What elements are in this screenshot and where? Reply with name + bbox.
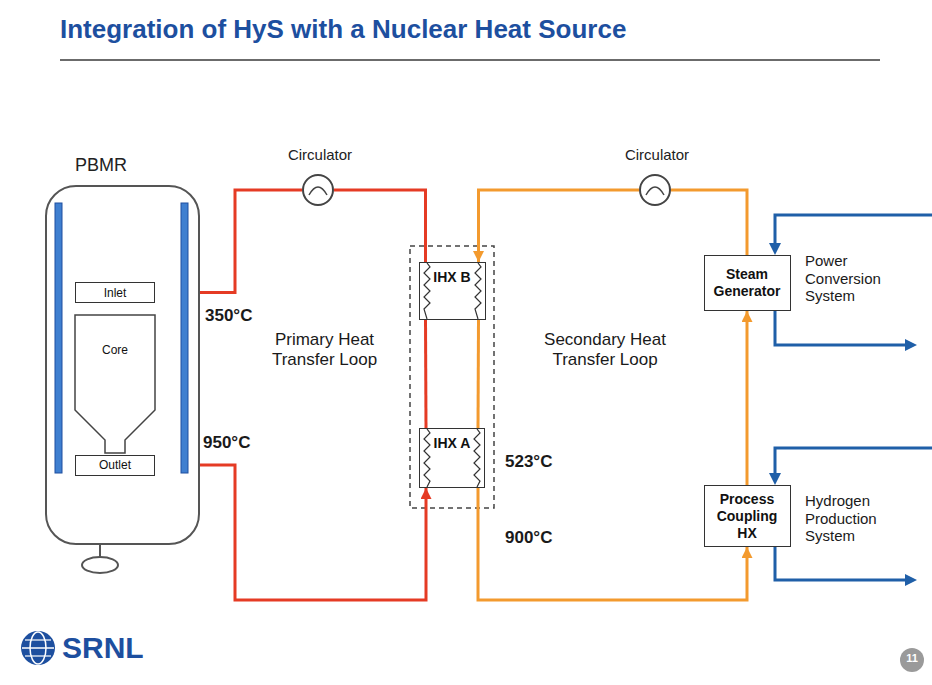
logo-globe	[21, 631, 55, 665]
process-outlet-line	[775, 547, 905, 580]
logo-text-wrap: SRNL	[62, 630, 144, 665]
logo-text: SRNL	[62, 630, 144, 665]
process-heat-exchanger: Process Coupling HX	[704, 485, 791, 547]
core-text: Core	[75, 343, 155, 357]
system-label: Power Conversion System	[805, 252, 915, 305]
circulator-symbol	[304, 176, 332, 204]
coil-zigzag	[474, 429, 480, 487]
heat-exchanger: IHX B	[419, 262, 486, 320]
circulator-label-wrap: Circulator	[254, 146, 386, 163]
logo-globe-parallel	[25, 655, 51, 656]
page-number-badge	[900, 648, 924, 672]
vessel-wall	[46, 186, 199, 544]
steam-line	[775, 311, 905, 345]
vessel-support-foot	[82, 557, 118, 573]
box-label: Process Coupling HX	[709, 491, 786, 542]
slide-title: Integration of HyS with a Nuclear Heat S…	[60, 14, 626, 45]
control-rod	[55, 203, 62, 473]
temperature-label-wrap: 523°C	[505, 452, 552, 472]
title-wrap: Integration of HyS with a Nuclear Heat S…	[60, 14, 626, 45]
box-text: Outlet	[99, 458, 131, 472]
coil-zigzag	[424, 429, 430, 487]
arrow-head	[905, 339, 917, 351]
temperature-label-wrap: 950°C	[203, 433, 250, 453]
ihx-label: IHX B	[432, 269, 471, 285]
outlet-box: Outlet	[75, 455, 155, 476]
impeller-curve	[646, 187, 664, 195]
arrow-head	[769, 473, 781, 485]
box-label: Steam Generator	[709, 266, 786, 300]
coil-zigzag	[475, 263, 481, 319]
reactor-vessel: PBMRInletCoreOutlet	[45, 185, 200, 585]
coolant-pipe	[746, 311, 749, 485]
ihx-label: IHX A	[433, 435, 472, 451]
coil-zigzag	[424, 263, 430, 319]
process-inlet-line	[775, 448, 932, 473]
vessel-name: PBMR	[75, 155, 127, 176]
impeller-curve	[309, 187, 327, 195]
vessel-support	[99, 544, 101, 557]
circulator-label-wrap: Circulator	[591, 146, 723, 163]
loop-label: Secondary Heat Transfer Loop	[530, 330, 680, 370]
coolant-pipe	[424, 320, 428, 428]
coolant-pipe	[671, 190, 747, 255]
title-rule	[60, 59, 880, 61]
system-label-wrap: Hydrogen Production System	[805, 492, 915, 545]
core-region: Core	[75, 315, 155, 453]
coolant-pipe	[334, 190, 426, 262]
circulator-symbol	[641, 176, 669, 204]
temperature-label: 900°C	[505, 528, 552, 548]
logo-globe-parallel	[25, 639, 51, 640]
circulator: Circulator	[639, 174, 671, 206]
coolant-pipe	[479, 190, 640, 262]
loop-label-wrap: Secondary Heat Transfer Loop	[530, 330, 680, 370]
circulator: Circulator	[302, 174, 334, 206]
steam-generator: Steam Generator	[704, 255, 791, 311]
inlet-box: Inlet	[75, 282, 155, 303]
system-label-wrap: Power Conversion System	[805, 252, 915, 305]
circulator-label: Circulator	[591, 146, 723, 163]
coolant-pipe	[477, 320, 481, 428]
vessel-heading: PBMR	[75, 155, 127, 176]
ihx-label-wrap: IHX A	[420, 434, 484, 452]
temperature-label: 950°C	[203, 433, 250, 453]
logo-globe-equator	[22, 647, 54, 649]
temperature-label: 523°C	[505, 452, 552, 472]
feedwater-line	[775, 215, 932, 243]
core-label-wrap: Core	[75, 343, 155, 357]
heat-exchanger: IHX A	[419, 428, 485, 488]
ihx-dashed-group	[410, 246, 494, 508]
loop-label-wrap: Primary Heat Transfer Loop	[262, 330, 387, 370]
ihx-label-wrap: IHX B	[420, 268, 485, 286]
page-number-wrap: 11	[900, 652, 924, 665]
temperature-label-wrap: 350°C	[205, 306, 252, 326]
arrow-head	[769, 243, 781, 255]
core-shape	[75, 315, 155, 453]
temperature-label-wrap: 900°C	[505, 528, 552, 548]
system-label: Hydrogen Production System	[805, 492, 915, 545]
arrow-head	[905, 574, 917, 586]
core-outline	[75, 315, 155, 453]
loop-label: Primary Heat Transfer Loop	[262, 330, 387, 370]
control-rod	[181, 203, 188, 473]
page-number: 11	[900, 652, 924, 665]
box-text: Inlet	[104, 286, 127, 300]
temperature-label: 350°C	[205, 306, 252, 326]
circulator-label: Circulator	[254, 146, 386, 163]
